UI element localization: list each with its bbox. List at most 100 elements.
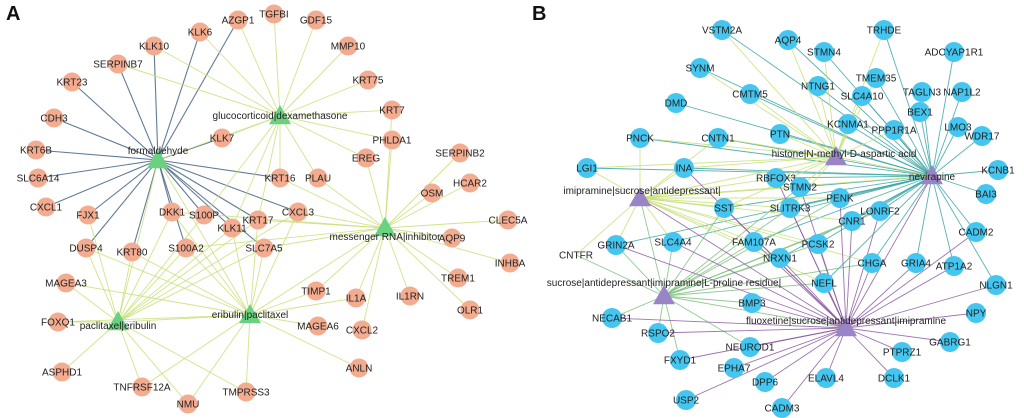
gene-node-slc6a14 (28, 168, 48, 188)
edge-pacli-ASPHD1 (61, 321, 119, 373)
gene-label-aqp9: AQP9 (439, 234, 466, 245)
edge-mrna-CLEC5A (384, 219, 509, 229)
edge-eribu-ANLN (249, 314, 360, 369)
edge-mrna-PLAU (317, 177, 386, 229)
edge-gluco-KRT17 (257, 115, 281, 221)
edge-fluox-NPY (845, 312, 977, 329)
edge-mrna-CXCL3 (297, 211, 386, 229)
gene-node-magea6 (308, 316, 328, 336)
edge-formaldehyde-KRT23 (71, 81, 159, 161)
edge-formaldehyde-KRT6B (35, 149, 159, 161)
gene-node-synm (690, 58, 710, 78)
hub-label-sucrose: sucrose|antidepressant|imipramine|L-prol… (547, 278, 781, 289)
gene-label-grin2a: GRIN2A (597, 241, 635, 252)
gene-label-dusp4: DUSP4 (69, 244, 103, 255)
hub-label-pacli: paclitaxel|eribulin (80, 321, 157, 332)
edge-gluco-MMP10 (279, 45, 349, 117)
gene-label-ptn: PTN (770, 130, 790, 141)
gene-label-nefl: NEFL (811, 279, 837, 290)
gene-label-stmn4: STMN4 (807, 48, 841, 59)
edge-mrna-HCAR2 (384, 182, 471, 229)
edge-imip-PCSK2 (639, 197, 819, 245)
edge-nevirapine-NEFL (823, 175, 933, 284)
gene-label-krt7: KRT7 (379, 106, 405, 117)
gene-label-nrxn1: NRXN1 (763, 254, 797, 265)
hub-label-mrna: messenger RNA|inhibitor (330, 232, 442, 243)
edge-gluco-PLAU (279, 115, 319, 179)
gene-node-klk10 (144, 36, 164, 56)
edge-nevirapine-AQP4 (787, 39, 933, 177)
edge-formaldehyde-CXCL3 (157, 159, 299, 213)
edge-fluox-GABRG1 (845, 327, 951, 343)
gene-node-asphd1 (52, 362, 72, 382)
edge-gluco-EREG (279, 115, 367, 159)
gene-label-krt16: KRT16 (265, 174, 296, 185)
edge-eribu-TMPRSS3 (245, 314, 251, 393)
gene-label-lmo3: LMO3 (944, 123, 972, 134)
gene-node-slc4a10 (852, 86, 872, 106)
gene-label-chga: CHGA (858, 259, 887, 270)
edge-mrna-TREM1 (384, 227, 459, 279)
edge-formaldehyde-CDH3 (53, 117, 159, 161)
gene-label-serpinb2: SERPINB2 (435, 149, 485, 160)
gene-label-cxcl1: CXCL1 (30, 203, 63, 214)
gene-node-cxcl3 (288, 202, 308, 222)
gene-node-klk11 (222, 218, 242, 238)
gene-label-s100p: S100P (189, 211, 219, 222)
hub-node-sucrose (653, 285, 675, 305)
edge-nevirapine-CNTN1 (717, 137, 933, 177)
edge-fluox-NLGN1 (845, 284, 997, 329)
edge-mrna-IL1A (355, 227, 386, 299)
gene-node-kcnb1 (988, 160, 1008, 180)
hub-node-mrna (374, 217, 396, 237)
edge-fluox-ATP1A2 (845, 265, 955, 329)
edge-mrna-OSM (384, 192, 433, 229)
edge-eribu-S100A2 (185, 247, 251, 316)
gene-node-slc4a4 (663, 232, 683, 252)
edge-nevirapine-PTN (779, 133, 933, 177)
gene-node-olr1 (460, 300, 480, 320)
gene-node-stmn4 (814, 42, 834, 62)
edge-histone-CNTN1 (717, 137, 837, 158)
gene-node-tgfbi (264, 4, 284, 24)
edge-sucrose-BMP3 (663, 295, 753, 304)
edge-fluox-NRXN1 (779, 257, 847, 329)
edge-nevirapine-VSTM2A (721, 29, 933, 177)
gene-label-fam107a: FAM107A (732, 238, 776, 249)
gene-node-fam107a (744, 232, 764, 252)
edge-fluox-BMP3 (751, 302, 847, 329)
edge-nevirapine-CADM2 (931, 175, 977, 233)
edge-gluco-KRT75 (279, 79, 369, 117)
gene-node-ppp1r1a (884, 120, 904, 140)
edge-eribu-SLC7A5 (249, 247, 265, 316)
gene-node-cdh3 (44, 108, 64, 128)
gene-label-necab1: NECAB1 (592, 314, 632, 325)
edge-nevirapine-SYNM (699, 67, 933, 177)
gene-label-krt75: KRT75 (353, 76, 384, 87)
gene-node-dkk1 (162, 202, 182, 222)
hub-label-formaldehyde: formaldehyde (128, 146, 189, 157)
gene-node-cadm2 (966, 222, 986, 242)
edge-fluox-nevirapine (845, 175, 933, 329)
gene-label-klk6: KLK6 (188, 28, 213, 39)
gene-node-bmp3 (742, 293, 762, 313)
edge-histone-PPP1R1A (835, 129, 895, 158)
gene-node-krt6b (26, 140, 46, 160)
gene-node-serpinb7 (108, 54, 128, 74)
edge-eribu-FOXQ1 (57, 314, 251, 323)
gene-node-il1a (346, 288, 366, 308)
hub-node-pacli (107, 311, 129, 331)
edge-eribu-MAGEA3 (65, 282, 251, 316)
edge-mrna-SERPINB2 (384, 152, 461, 229)
edge-gluco-KLK11 (231, 115, 281, 229)
edge-pacli-DUSP4 (85, 247, 119, 323)
gene-label-hcar2: HCAR2 (453, 179, 487, 190)
gene-node-cmtm5 (740, 84, 760, 104)
edge-pacli-NMU (117, 321, 189, 405)
gene-node-dusp4 (76, 238, 96, 258)
edge-imip-CNR1 (639, 197, 853, 222)
edge-mrna-EREG (365, 157, 386, 229)
gene-node-npy (966, 303, 986, 323)
gene-node-tagln3 (912, 82, 932, 102)
